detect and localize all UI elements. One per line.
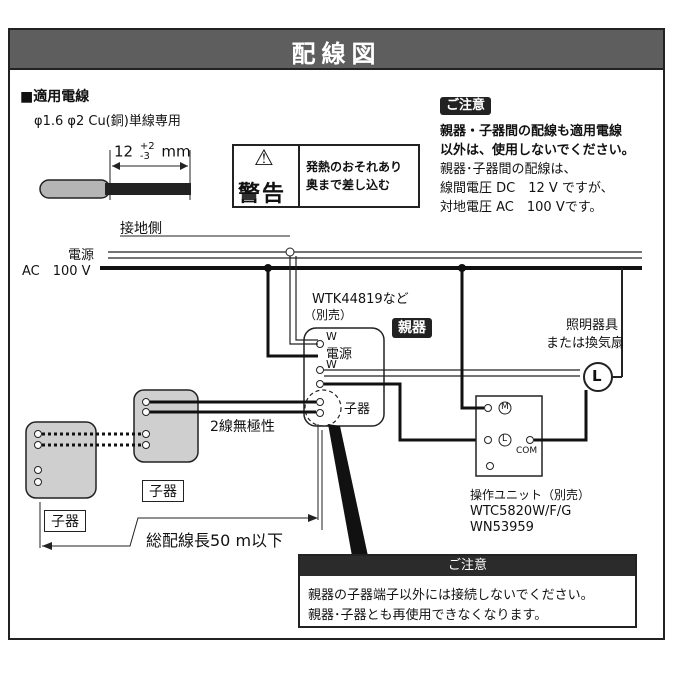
terminal-power: 電源 xyxy=(326,347,353,362)
unit-terminal-m: M xyxy=(501,402,509,412)
unit-model-2: WN53959 xyxy=(470,520,534,535)
strip-base: 12 xyxy=(114,142,134,161)
notice-badge: ご注意 xyxy=(440,97,492,115)
length-arrow xyxy=(39,424,323,550)
notice-line-3: 対地電圧 AC 100 Vです。 xyxy=(440,200,603,215)
wire-sample xyxy=(39,150,191,200)
child-device-1 xyxy=(133,389,199,463)
terminal-w2: W xyxy=(326,358,337,371)
warning-label: 警告 xyxy=(238,182,287,207)
wire-heading: ■適用電線 xyxy=(20,89,90,105)
terminal-child: 子器 xyxy=(344,402,371,417)
unit-com-label: COM xyxy=(516,446,538,456)
title-bar: 配線図 xyxy=(10,30,663,70)
diagram-frame: 配線図 xyxy=(8,28,665,640)
power-label: 電源 xyxy=(68,248,95,263)
two-wire-lines xyxy=(42,400,316,447)
bottom-caution-box: ご注意 親器の子器端子以外には接続しないでください。 親器･子器とも再使用できな… xyxy=(298,554,637,628)
notice-line-2: 線間電圧 DC 12 V ですが、 xyxy=(440,181,614,196)
ground-side-label: 接地側 xyxy=(120,221,162,237)
child-label-1: 子器 xyxy=(142,480,184,502)
bottom-caution-header: ご注意 xyxy=(300,556,635,576)
strip-unit: mm xyxy=(161,142,191,161)
operation-unit xyxy=(458,264,588,477)
two-wire-label: 2線無極性 xyxy=(210,419,275,435)
strip-tolerance: +2 -3 xyxy=(139,141,155,162)
lamp-symbol xyxy=(583,268,623,392)
power-lines xyxy=(100,235,642,270)
unit-title: 操作ユニット（別売） xyxy=(470,488,591,502)
bottom-caution-line2: 親器･子器とも再使用できなくなります。 xyxy=(308,608,548,623)
master-badge: 親器 xyxy=(392,318,432,338)
warning-icon: ⚠ xyxy=(254,146,274,171)
page-title: 配線図 xyxy=(291,40,382,68)
notice-bold-2: 以外は、使用しないでください。 xyxy=(440,143,635,158)
lighting-line2: または換気扇 xyxy=(546,336,625,351)
callout-pointer xyxy=(328,424,368,556)
notice-bold-1: 親器・子器間の配線も適用電線 xyxy=(440,124,623,139)
child-label-2: 子器 xyxy=(44,510,86,532)
power-voltage: AC 100 V xyxy=(22,264,91,279)
strip-length: 12 +2 -3 mm xyxy=(114,142,191,162)
lamp-symbol-label: L xyxy=(592,367,602,385)
bottom-caution-line1: 親器の子器端子以外には接続しないでください。 xyxy=(308,588,594,603)
terminal-w1: W xyxy=(326,330,337,343)
master-model: WTK44819など xyxy=(312,292,409,307)
total-length-label: 総配線長50 m以下 xyxy=(142,527,288,551)
master-device xyxy=(303,327,385,427)
unit-terminal-l: L xyxy=(502,434,508,444)
unit-model-1: WTC5820W/F/G xyxy=(470,504,572,519)
lighting-line1: 照明器具 xyxy=(566,318,619,333)
warning-line1: 発熱のおそれあり xyxy=(306,160,403,174)
notice-line-1: 親器･子器間の配線は、 xyxy=(440,162,577,177)
warning-line2: 奥まで差し込む xyxy=(306,178,391,192)
master-wiring xyxy=(264,247,580,442)
warning-box: ⚠ 警告 発熱のおそれあり 奥まで差し込む xyxy=(232,144,420,208)
child-device-2 xyxy=(25,421,97,499)
warning-left: ⚠ 警告 xyxy=(234,146,300,207)
master-sold-label: （別売） xyxy=(304,308,353,322)
wire-spec: φ1.6 φ2 Cu(銅)単線専用 xyxy=(34,114,181,129)
